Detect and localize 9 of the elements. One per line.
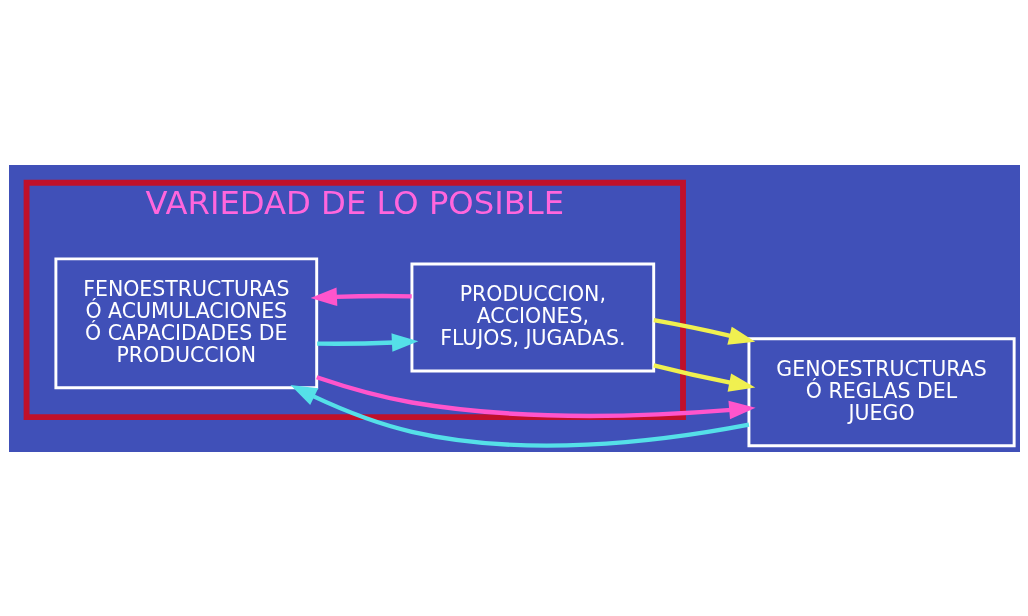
arrow bbox=[315, 374, 756, 419]
arrow bbox=[652, 317, 755, 345]
node-box: PRODUCCION, ACCIONES, FLUJOS, JUGADAS. bbox=[409, 262, 655, 372]
arrow bbox=[316, 332, 418, 352]
arrow bbox=[652, 362, 755, 392]
node-box: GENOESTRUCTURAS Ó REGLAS DEL JUEGO bbox=[746, 336, 1016, 447]
arrow bbox=[289, 384, 749, 448]
arrow bbox=[310, 287, 412, 306]
node-box: FENOESTRUCTURAS Ó ACUMULACIONES Ó CAPACIDADES DE PRODUCCION bbox=[53, 256, 318, 389]
